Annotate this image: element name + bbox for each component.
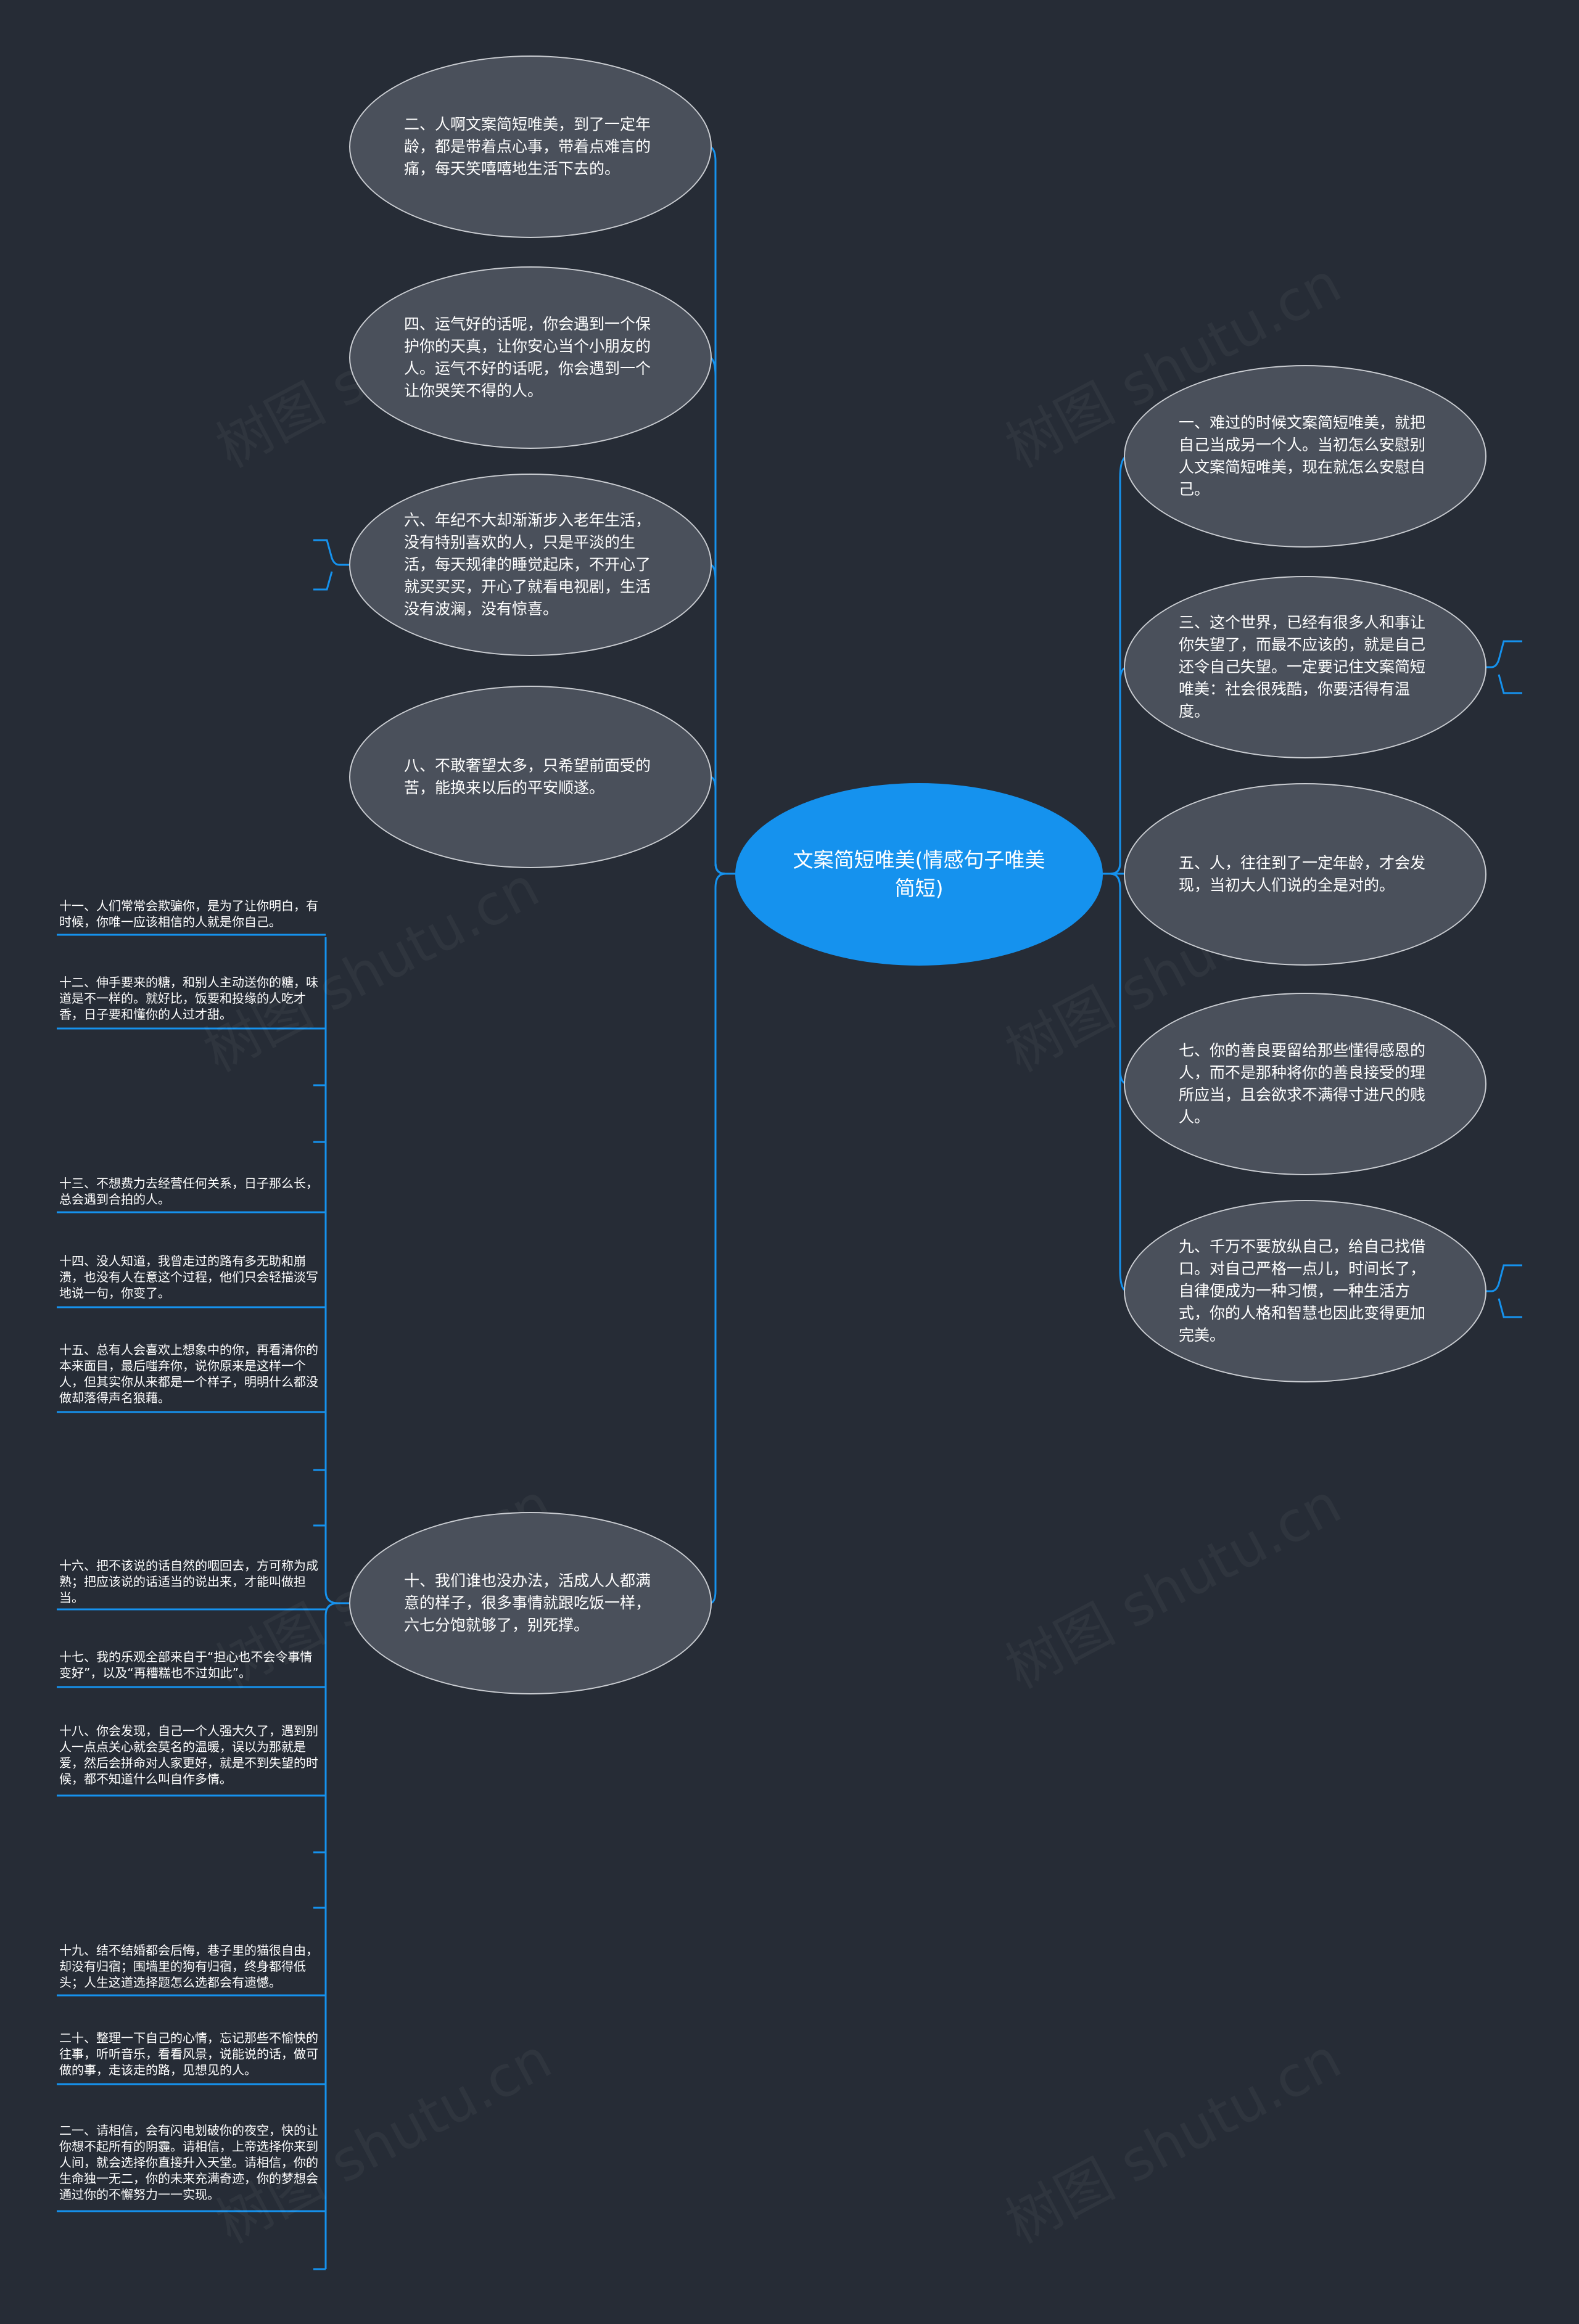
leaf-bus [324, 937, 349, 2269]
link-center-left-6 [710, 564, 726, 875]
branch-node-label: 十、我们谁也没办法，活成人人都满意的样子，很多事情就跟吃饭一样，六七分饱就够了，… [404, 1572, 651, 1634]
leaf-item-16[interactable]: 十六、把不该说的话自然的咽回去，方可称为成熟；把应该说的话适当的说出来，才能叫做… [59, 1558, 318, 1605]
branch-node-6[interactable]: 六、年纪不大却渐渐步入老年生活，没有特别喜欢的人，只是平淡的生活，每天规律的睡觉… [349, 474, 712, 656]
branch-node-label: 六、年纪不大却渐渐步入老年生活，没有特别喜欢的人，只是平淡的生活，每天规律的睡觉… [404, 511, 651, 618]
link-center-right-9 [1110, 873, 1127, 1292]
leaf-item-11[interactable]: 十一、人们常常会欺骗你，是为了让你明白，有时候，你唯一应该相信的人就是你自己。 [59, 898, 318, 929]
central-topic[interactable]: 文案简短唯美(情感句子唯美简短) [735, 783, 1103, 966]
branch-node-3[interactable]: 三、这个世界，已经有很多人和事让你失望了，而最不应该的，就是自己还令自己失望。一… [1124, 576, 1486, 758]
collapsed-marker-left-6 [313, 539, 349, 591]
leaf-item-18[interactable]: 十八、你会发现，自己一个人强大久了，遇到别人一点点关心就会莫名的温暖，误以为那就… [59, 1723, 318, 1786]
link-center-right-1 [1100, 455, 1127, 875]
collapsed-marker-right-9 [1480, 1264, 1522, 1318]
link-center-left-8 [710, 776, 726, 875]
branch-node-4[interactable]: 四、运气好的话呢，你会遇到一个保护你的天真，让你安心当个小朋友的人。运气不好的话… [349, 266, 712, 449]
branch-node-label: 七、你的善良要留给那些懂得感恩的人，而不是那种将你的善良接受的理所应当，且会欲求… [1179, 1041, 1426, 1126]
link-center-right-3 [1110, 666, 1127, 875]
leaf-item-17[interactable]: 十七、我的乐观全部来自于“担心也不会令事情变好”，以及“再糟糕也不过如此”。 [59, 1649, 313, 1680]
branch-node-10[interactable]: 十、我们谁也没办法，活成人人都满意的样子，很多事情就跟吃饭一样，六七分饱就够了，… [349, 1512, 712, 1694]
branch-node-label: 八、不敢奢望太多，只希望前面受的苦，能换来以后的平安顺遂。 [404, 757, 651, 797]
leaf-item-21[interactable]: 二一、请相信，会有闪电划破你的夜空，快的让你想不起所有的阴霾。请相信，上帝选择你… [59, 2123, 318, 2202]
link-center-left-4 [710, 356, 726, 875]
branch-node-8[interactable]: 八、不敢奢望太多，只希望前面受的苦，能换来以后的平安顺遂。 [349, 686, 712, 868]
link-center-left-2 [709, 146, 738, 875]
branch-node-7[interactable]: 七、你的善良要留给那些懂得感恩的人，而不是那种将你的善良接受的理所应当，且会欲求… [1124, 993, 1486, 1175]
leaf-item-13[interactable]: 十三、不想费力去经营任何关系，日子那么长，总会遇到合拍的人。 [59, 1176, 318, 1207]
leaf-item-20[interactable]: 二十、整理一下自己的心情，忘记那些不愉快的往事，听听音乐，看看风景，说能说的话，… [59, 2030, 318, 2077]
link-center-left-10 [710, 873, 726, 1604]
branch-node-2[interactable]: 二、人啊文案简短唯美，到了一定年龄，都是带着点心事，带着点难言的痛，每天笑嘻嘻地… [349, 55, 712, 238]
collapsed-marker-right-3 [1480, 640, 1522, 694]
branch-node-label: 一、难过的时候文案简短唯美，就把自己当成另一个人。当初怎么安慰别人文案简短唯美，… [1179, 414, 1426, 498]
branch-node-label: 五、人，往往到了一定年龄，才会发现，当初大人们说的全是对的。 [1179, 854, 1426, 894]
branch-node-9[interactable]: 九、千万不要放纵自己，给自己找借口。对自己严格一点儿，时间长了，自律便成为一种习… [1124, 1200, 1486, 1382]
branch-node-5[interactable]: 五、人，往往到了一定年龄，才会发现，当初大人们说的全是对的。 [1124, 783, 1486, 966]
branch-node-label: 二、人啊文案简短唯美，到了一定年龄，都是带着点心事，带着点难言的痛，每天笑嘻嘻地… [404, 115, 651, 178]
branch-node-label: 四、运气好的话呢，你会遇到一个保护你的天真，让你安心当个小朋友的人。运气不好的话… [404, 315, 651, 400]
branch-node-label: 九、千万不要放纵自己，给自己找借口。对自己严格一点儿，时间长了，自律便成为一种习… [1179, 1238, 1426, 1344]
central-topic-label: 文案简短唯美(情感句子唯美简短) [793, 848, 1045, 900]
leaf-item-12[interactable]: 十二、伸手要来的糖，和别人主动送你的糖，味道是不一样的。就好比，饭要和投缘的人吃… [59, 975, 318, 1022]
leaf-item-15[interactable]: 十五、总有人会喜欢上想象中的你，再看清你的本来面目，最后嗤弃你，说你原来是这样一… [59, 1342, 318, 1405]
branch-node-label: 三、这个世界，已经有很多人和事让你失望了，而最不应该的，就是自己还令自己失望。一… [1179, 614, 1426, 720]
branch-node-1[interactable]: 一、难过的时候文案简短唯美，就把自己当成另一个人。当初怎么安慰别人文案简短唯美，… [1124, 365, 1486, 548]
leaf-item-19[interactable]: 十九、结不结婚都会后悔，巷子里的猫很自由，却没有归宿；围墙里的狗有归宿，终身都得… [59, 1943, 318, 1990]
leaf-item-14[interactable]: 十四、没人知道，我曾走过的路有多无助和崩溃，也没有人在意这个过程，他们只会轻描淡… [59, 1254, 318, 1300]
